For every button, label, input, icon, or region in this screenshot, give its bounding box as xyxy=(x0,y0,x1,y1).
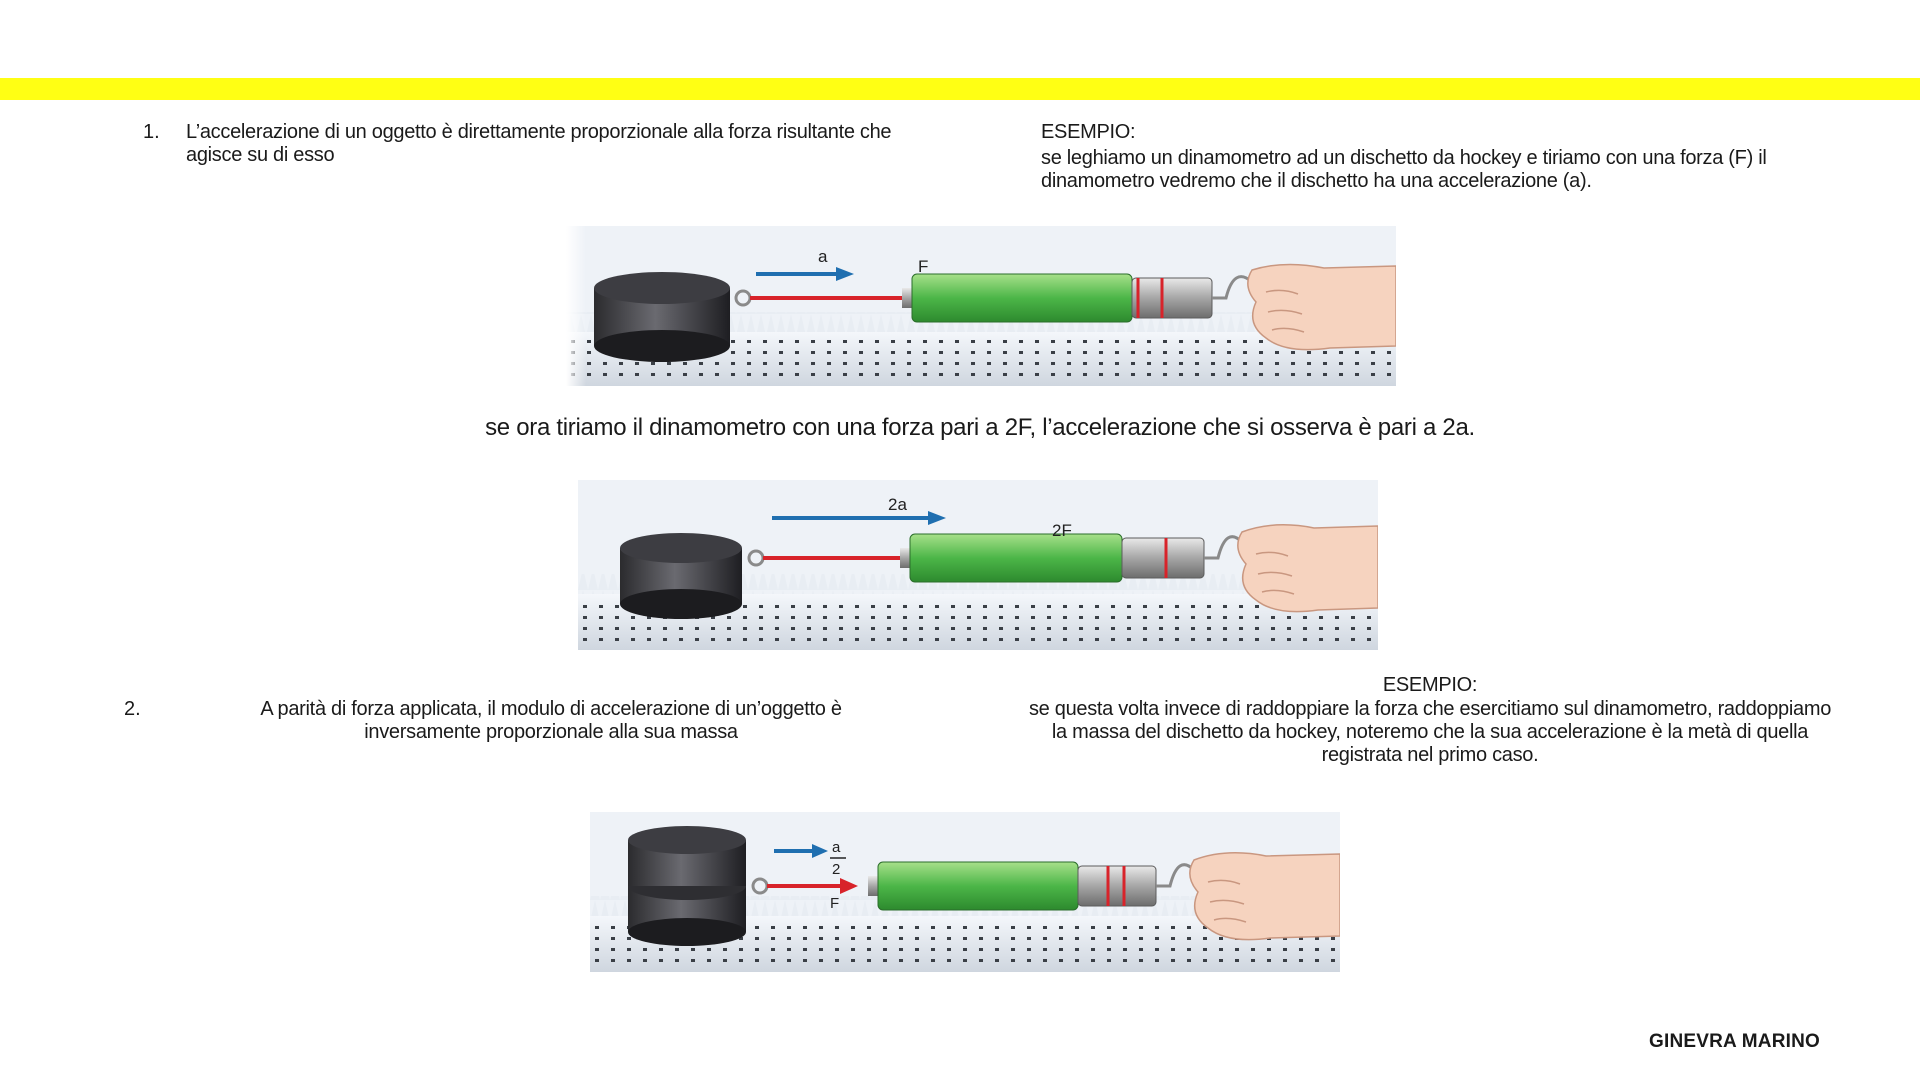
force-label: F xyxy=(918,257,928,276)
law-1-text: L’accelerazione di un oggetto è direttam… xyxy=(186,121,892,166)
highlight-band xyxy=(0,78,1920,100)
figure-puck-force-f: a F xyxy=(566,226,1396,386)
force-label: F xyxy=(830,895,839,912)
accel-denominator: 2 xyxy=(832,861,840,878)
figure-double-puck: a 2 F xyxy=(590,812,1340,972)
accel-label: 2a xyxy=(888,495,907,514)
force-label: 2F xyxy=(1052,521,1072,540)
law-2-text: A parità di forza applicata, il modulo d… xyxy=(260,698,842,743)
middle-caption: se ora tiriamo il dinamometro con una fo… xyxy=(485,414,1475,441)
law-2-number: 2. xyxy=(124,698,141,720)
figure-puck-force-2f: 2a 2F xyxy=(578,480,1378,650)
accel-numerator: a xyxy=(832,839,841,856)
law-1-number: 1. xyxy=(143,121,160,143)
accel-label: a xyxy=(818,247,828,266)
example-2-label: ESEMPIO: xyxy=(1382,674,1478,696)
example-1-text: se leghiamo un dinamometro ad un dischet… xyxy=(1041,147,1767,192)
example-1-label: ESEMPIO: xyxy=(1041,121,1136,143)
example-2-text: se questa volta invece di raddoppiare la… xyxy=(1028,698,1832,766)
author-name: GINEVRA MARINO xyxy=(1649,1031,1820,1052)
